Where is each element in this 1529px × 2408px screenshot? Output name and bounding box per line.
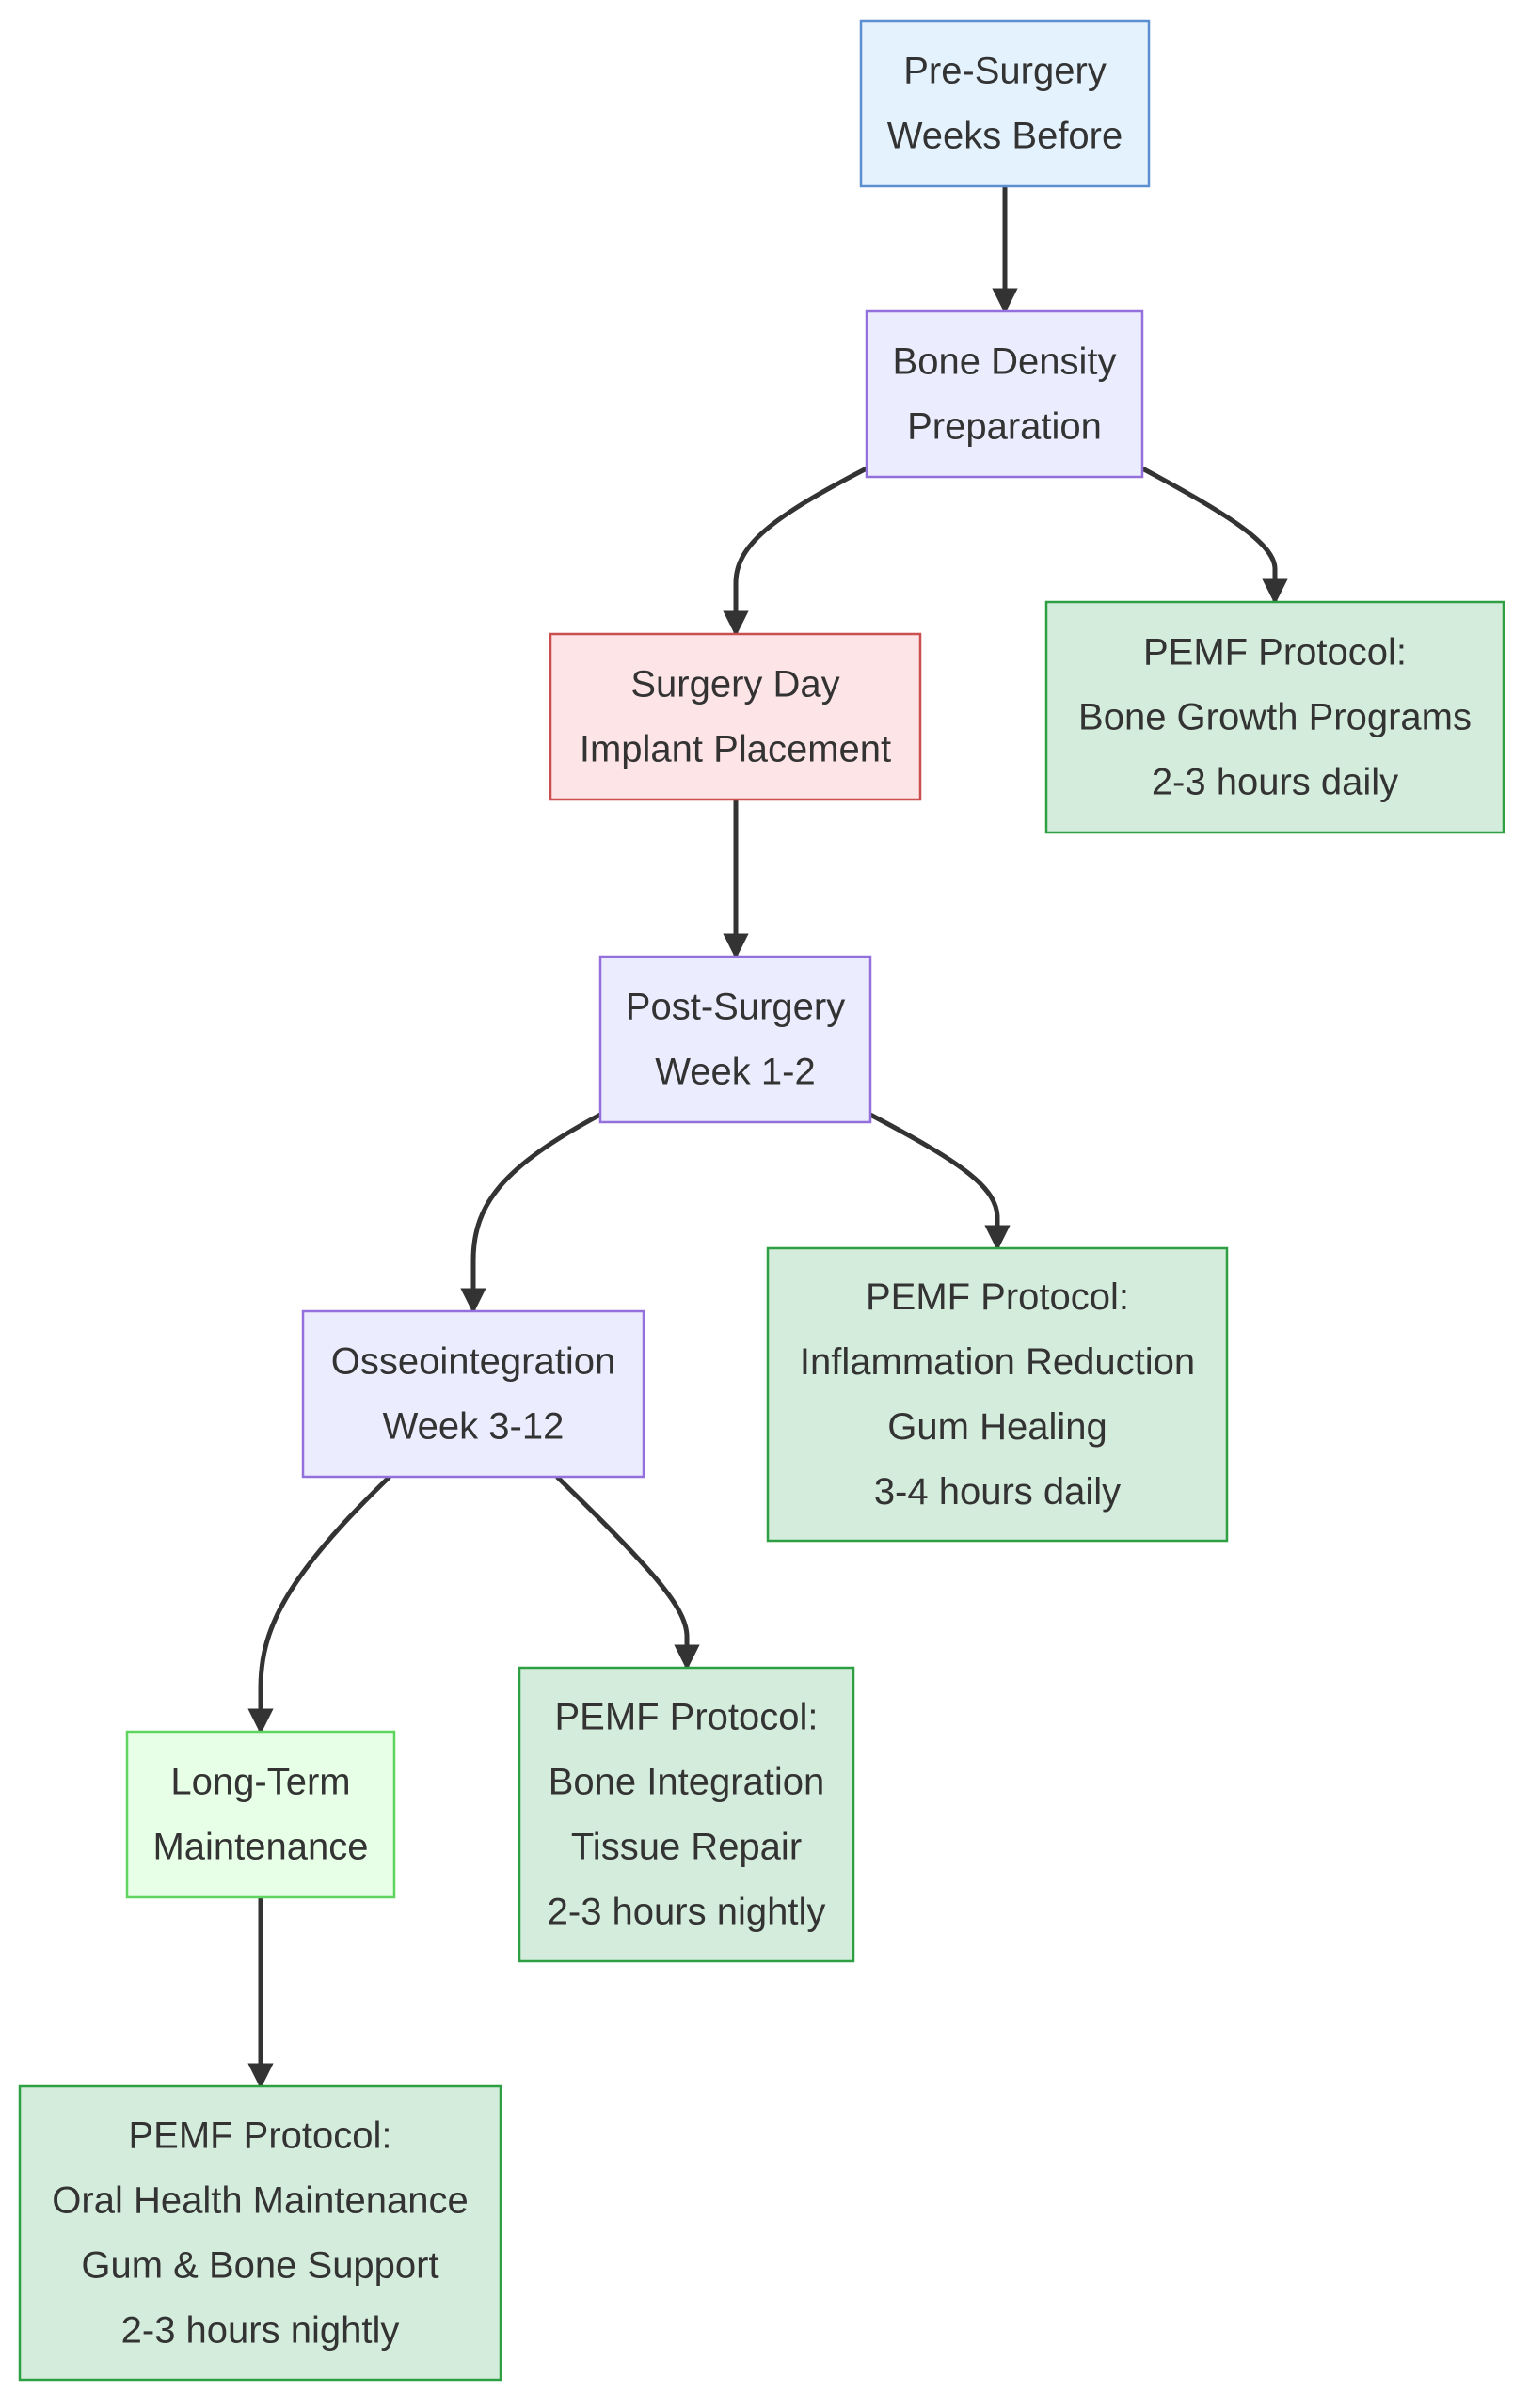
node-label-line: Bone Density xyxy=(893,341,1117,383)
edge-bone-density-to-pemf-bone-growth xyxy=(1140,466,1288,605)
node-box xyxy=(766,1246,1229,1543)
node-box xyxy=(549,632,922,801)
node-label-line: Gum & Bone Support xyxy=(81,2245,438,2287)
node-box xyxy=(125,1730,396,1899)
node-label-line: PEMF Protocol: xyxy=(1143,632,1407,673)
node-label-line: 2-3 hours daily xyxy=(1152,762,1398,803)
node-box xyxy=(859,19,1151,188)
node-label-line: Bone Growth Programs xyxy=(1078,697,1472,738)
edge-arrow xyxy=(247,1475,391,1735)
edge-arrow xyxy=(1140,466,1288,605)
node-pemf-oral-health: PEMF Protocol: Oral Health MaintenanceGum… xyxy=(18,2084,502,2382)
node-label-line: Week 1-2 xyxy=(655,1052,815,1093)
node-label-line: Maintenance xyxy=(152,1827,368,1868)
node-pemf-bone-growth: PEMF Protocol: Bone Growth Programs 2-3 ho… xyxy=(1044,600,1505,834)
node-label-line: 2-3 hours nightly xyxy=(121,2310,400,2352)
node-pemf-inflammation: PEMF Protocol: Inflammation ReductionGum … xyxy=(766,1246,1229,1543)
node-label-line: Week 3-12 xyxy=(383,1406,565,1448)
edge-osseointegration-to-long-term xyxy=(247,1475,391,1735)
node-box xyxy=(18,2084,502,2382)
edge-bone-density-to-surgery-day xyxy=(723,466,868,637)
node-label-line: PEMF Protocol: xyxy=(866,1276,1129,1318)
node-label-line: Surgery Day xyxy=(630,664,839,705)
node-label-line: Inflammation Reduction xyxy=(800,1341,1195,1383)
node-label-line: 2-3 hours nightly xyxy=(548,1892,826,1933)
node-label-line: Oral Health Maintenance xyxy=(52,2180,468,2222)
node-label-line: PEMF Protocol: xyxy=(128,2115,391,2157)
edge-osseointegration-to-pemf-bone-integration xyxy=(555,1475,700,1671)
node-label-line: 3-4 hours daily xyxy=(874,1471,1121,1513)
node-label-line: Pre-Surgery xyxy=(903,51,1107,92)
node-label-line: Long-Term xyxy=(170,1762,350,1803)
edge-arrow xyxy=(460,1112,602,1314)
node-label-line: Post-Surgery xyxy=(626,987,845,1028)
edge-arrow xyxy=(868,1112,1011,1251)
edge-post-surgery-to-osseointegration xyxy=(460,1112,602,1314)
node-label-line: Osseointegration xyxy=(331,1341,615,1383)
edge-arrow xyxy=(555,1475,700,1671)
node-label-line: Tissue Repair xyxy=(571,1827,802,1868)
node-label-line: Gum Healing xyxy=(887,1406,1107,1448)
edge-post-surgery-to-pemf-inflammation xyxy=(868,1112,1011,1251)
node-box xyxy=(1044,600,1505,834)
node-label-line: Bone Integration xyxy=(549,1762,825,1803)
node-label-line: PEMF Protocol: xyxy=(554,1697,818,1738)
node-box xyxy=(301,1309,645,1479)
node-box xyxy=(518,1666,855,1963)
edge-arrow xyxy=(723,466,868,637)
node-label-line: Implant Placement xyxy=(580,729,891,770)
node-label-line: Preparation xyxy=(907,406,1102,448)
node-box xyxy=(865,309,1144,479)
node-label-line: Weeks Before xyxy=(887,116,1123,157)
edges-layer xyxy=(247,186,1288,2089)
node-box xyxy=(598,955,872,1124)
